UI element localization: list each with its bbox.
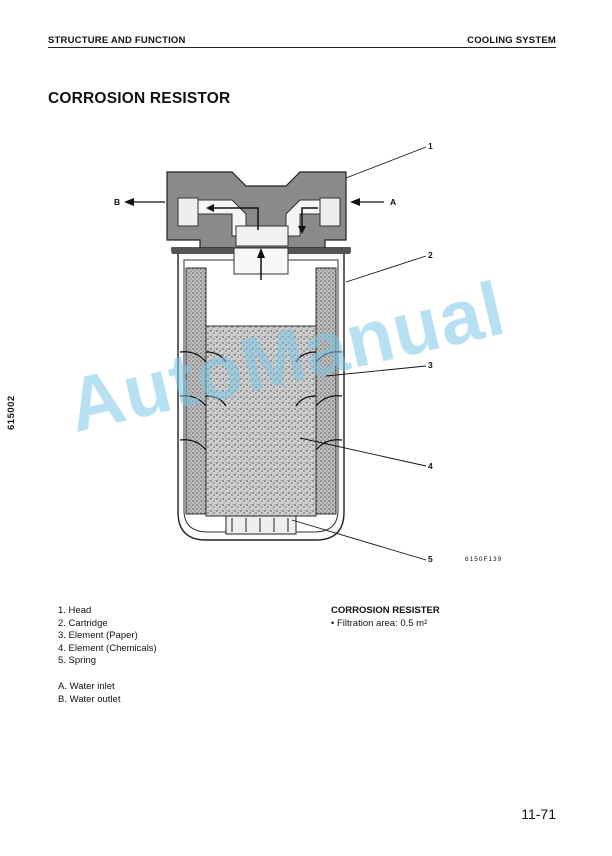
list-item: 2. Cartridge bbox=[58, 617, 108, 629]
flow-label-outlet: B bbox=[114, 197, 121, 207]
header-rule bbox=[48, 47, 556, 48]
spring bbox=[225, 515, 297, 535]
parts-list: 1. Head 2. Cartridge 3. Element (Paper) … bbox=[58, 605, 157, 668]
flow-label-inlet: A bbox=[390, 197, 397, 207]
header-section-title: STRUCTURE AND FUNCTION bbox=[48, 35, 186, 46]
callout-1: 1 bbox=[428, 141, 433, 151]
page-title: CORROSION RESISTOR bbox=[48, 90, 231, 107]
list-item: B. Water outlet bbox=[58, 693, 121, 705]
page-number: 11-71 bbox=[521, 806, 556, 822]
callout-5: 5 bbox=[428, 554, 433, 564]
header-chapter-title: COOLING SYSTEM bbox=[467, 35, 556, 46]
element-chemicals bbox=[205, 325, 317, 517]
spec-filtration-area: • Filtration area: 0.5 m² bbox=[331, 618, 428, 629]
list-item: 3. Element (Paper) bbox=[58, 630, 138, 642]
callout-2: 2 bbox=[428, 250, 433, 260]
head bbox=[166, 171, 347, 253]
figure-code: 6150F139 bbox=[465, 556, 503, 563]
list-item: 5. Spring bbox=[58, 655, 97, 667]
list-item: 1. Head bbox=[58, 605, 92, 616]
list-item: A. Water inlet bbox=[58, 681, 115, 692]
spec-title: CORROSION RESISTER bbox=[331, 605, 440, 616]
flow-list: A. Water inlet B. Water outlet bbox=[58, 681, 120, 706]
list-item: 4. Element (Chemicals) bbox=[58, 642, 157, 654]
callout-4: 4 bbox=[428, 461, 433, 471]
callout-3: 3 bbox=[428, 360, 433, 370]
